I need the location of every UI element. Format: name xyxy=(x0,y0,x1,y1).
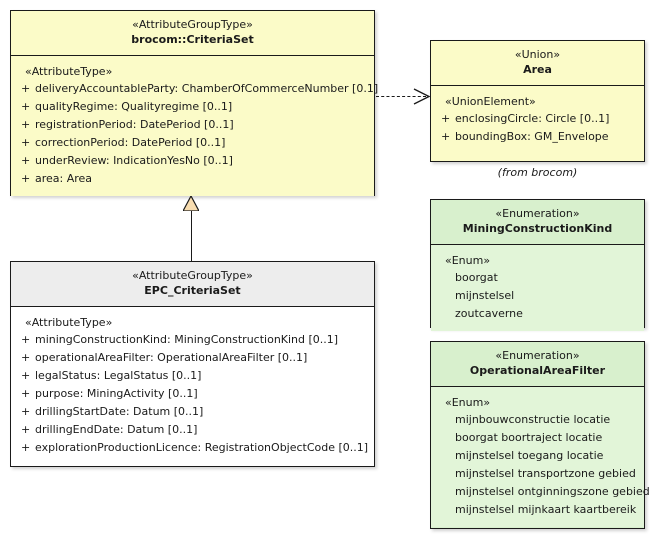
generalization-triangle-outline-icon xyxy=(183,196,199,211)
compartment-stereotype: «UnionElement» xyxy=(445,95,536,108)
attribute-visibility: + xyxy=(21,351,31,364)
generalization-triangle-icon[interactable] xyxy=(183,196,199,211)
attribute-visibility: + xyxy=(21,387,31,400)
attribute-row: + enclosingCircle: Circle [0..1] xyxy=(437,110,638,128)
attribute-row: + legalStatus: LegalStatus [0..1] xyxy=(17,367,368,385)
class-stereotype: «Union» xyxy=(514,48,561,61)
enum-literal: mijnbouwconstructie locatie xyxy=(455,413,611,426)
attribute-visibility: + xyxy=(21,333,31,346)
attribute-text: drillingEndDate: Datum [0..1] xyxy=(35,423,198,436)
enum-literal: zoutcaverne xyxy=(455,307,523,320)
dependency-line[interactable] xyxy=(376,96,426,97)
class-box-area[interactable]: «Union» Area «UnionElement» + enclosingC… xyxy=(430,40,645,162)
attributes-compartment-area: «UnionElement» + enclosingCircle: Circle… xyxy=(431,86,644,154)
enum-literal: mijnstelsel toegang locatie xyxy=(455,449,604,462)
attribute-text: qualityRegime: Qualityregime [0..1] xyxy=(35,100,233,113)
class-box-criteriaset[interactable]: «AttributeGroupType» brocom::CriteriaSet… xyxy=(10,10,378,196)
attribute-row: + registrationPeriod: DatePeriod [0..1] xyxy=(17,116,368,134)
compartment-stereotype: «Enum» xyxy=(445,254,491,267)
attribute-text: purpose: MiningActivity [0..1] xyxy=(35,387,198,400)
enum-literal: boorgat boortraject locatie xyxy=(455,431,603,444)
compartment-stereotype: «Enum» xyxy=(445,396,491,409)
attribute-text: boundingBox: GM_Envelope xyxy=(455,130,609,143)
attribute-text: deliveryAccountableParty: ChamberOfComme… xyxy=(35,82,379,95)
attribute-row: + correctionPeriod: DatePeriod [0..1] xyxy=(17,134,368,152)
attribute-row: + qualityRegime: Qualityregime [0..1] xyxy=(17,98,368,116)
compartment-divider xyxy=(431,85,644,86)
attribute-visibility: + xyxy=(21,405,31,418)
enum-literal: mijnstelsel ontginningszone gebied xyxy=(455,485,650,498)
attribute-text: drillingStartDate: Datum [0..1] xyxy=(35,405,204,418)
enum-literal: mijnstelsel xyxy=(455,289,515,302)
attribute-text: miningConstructionKind: MiningConstructi… xyxy=(35,333,339,346)
attribute-visibility: + xyxy=(21,369,31,382)
class-stereotype: «AttributeGroupType» xyxy=(132,18,253,31)
dependency-arrow-icon xyxy=(413,88,430,105)
attribute-text: legalStatus: LegalStatus [0..1] xyxy=(35,369,202,382)
attribute-row: + drillingStartDate: Datum [0..1] xyxy=(17,403,368,421)
enumeration-stereotype: «Enumeration» xyxy=(495,207,580,220)
attribute-row: + miningConstructionKind: MiningConstruc… xyxy=(17,331,368,349)
class-box-epc-criteriaset[interactable]: «AttributeGroupType» EPC_CriteriaSet «At… xyxy=(10,261,375,467)
compartment-stereotype: «AttributeType» xyxy=(25,65,113,78)
class-name: EPC_CriteriaSet xyxy=(144,284,241,297)
attributes-compartment-epc-criteriaset: «AttributeType» + miningConstructionKind… xyxy=(11,307,374,465)
enum-literal: boorgat xyxy=(455,271,498,284)
enum-literal: mijnstelsel transportzone gebied xyxy=(455,467,636,480)
attribute-visibility: + xyxy=(441,112,451,125)
enum-literal: mijnstelsel mijnkaart kaartbereik xyxy=(455,503,637,516)
attribute-visibility: + xyxy=(21,118,31,131)
attribute-visibility: + xyxy=(21,136,31,149)
enumeration-stereotype: «Enumeration» xyxy=(495,349,580,362)
attribute-visibility: + xyxy=(21,172,31,185)
attribute-row: + operationalAreaFilter: OperationalArea… xyxy=(17,349,368,367)
attribute-row: + explorationProductionLicence: Registra… xyxy=(17,439,368,457)
attribute-text: registrationPeriod: DatePeriod [0..1] xyxy=(35,118,234,131)
compartment-divider xyxy=(11,306,374,307)
attribute-visibility: + xyxy=(21,441,31,454)
compartment-stereotype: «AttributeType» xyxy=(25,316,113,329)
class-name: brocom::CriteriaSet xyxy=(131,33,254,46)
class-header-area: «Union» Area xyxy=(431,41,644,85)
attribute-text: explorationProductionLicence: Registrati… xyxy=(35,441,369,454)
from-package-caption: (from brocom) xyxy=(497,166,578,179)
class-header-criteriaset: «AttributeGroupType» brocom::CriteriaSet xyxy=(11,11,374,55)
attribute-row: + area: Area xyxy=(17,170,368,188)
attribute-visibility: + xyxy=(21,154,31,167)
class-name: Area xyxy=(523,63,552,76)
attribute-row: + drillingEndDate: Datum [0..1] xyxy=(17,421,368,439)
enumeration-header-mining-construction-kind: «Enumeration» MiningConstructionKind xyxy=(431,200,644,244)
attribute-text: operationalAreaFilter: OperationalAreaFi… xyxy=(35,351,308,364)
attribute-visibility: + xyxy=(21,423,31,436)
attribute-text: enclosingCircle: Circle [0..1] xyxy=(455,112,610,125)
enumeration-name: MiningConstructionKind xyxy=(462,222,613,235)
attribute-row: + purpose: MiningActivity [0..1] xyxy=(17,385,368,403)
enumeration-box-operational-area-filter[interactable]: «Enumeration» OperationalAreaFilter «Enu… xyxy=(430,341,650,529)
enumeration-header-operational-area-filter: «Enumeration» OperationalAreaFilter xyxy=(431,342,644,386)
attribute-text: correctionPeriod: DatePeriod [0..1] xyxy=(35,136,226,149)
attribute-row: + underReview: IndicationYesNo [0..1] xyxy=(17,152,368,170)
attribute-row: + deliveryAccountableParty: ChamberOfCom… xyxy=(17,80,378,98)
literals-compartment-operational-area-filter: «Enum» mijnbouwconstructie locatie boorg… xyxy=(431,387,650,527)
attribute-text: area: Area xyxy=(35,172,93,185)
compartment-divider xyxy=(431,244,644,245)
class-header-epc-criteriaset: «AttributeGroupType» EPC_CriteriaSet xyxy=(11,262,374,306)
attribute-text: underReview: IndicationYesNo [0..1] xyxy=(35,154,233,167)
attribute-visibility: + xyxy=(21,100,31,113)
attribute-visibility: + xyxy=(441,130,451,143)
enumeration-name: OperationalAreaFilter xyxy=(469,364,606,377)
generalization-line[interactable] xyxy=(191,211,192,261)
compartment-divider xyxy=(11,55,374,56)
literals-compartment-mining-construction-kind: «Enum» boorgat mijnstelsel zoutcaverne xyxy=(431,245,644,331)
enumeration-box-mining-construction-kind[interactable]: «Enumeration» MiningConstructionKind «En… xyxy=(430,199,645,331)
attributes-compartment-criteriaset: «AttributeType» + deliveryAccountablePar… xyxy=(11,56,378,196)
attribute-row: + boundingBox: GM_Envelope xyxy=(437,128,638,146)
compartment-divider xyxy=(431,386,644,387)
attribute-visibility: + xyxy=(21,82,31,95)
class-stereotype: «AttributeGroupType» xyxy=(132,269,253,282)
